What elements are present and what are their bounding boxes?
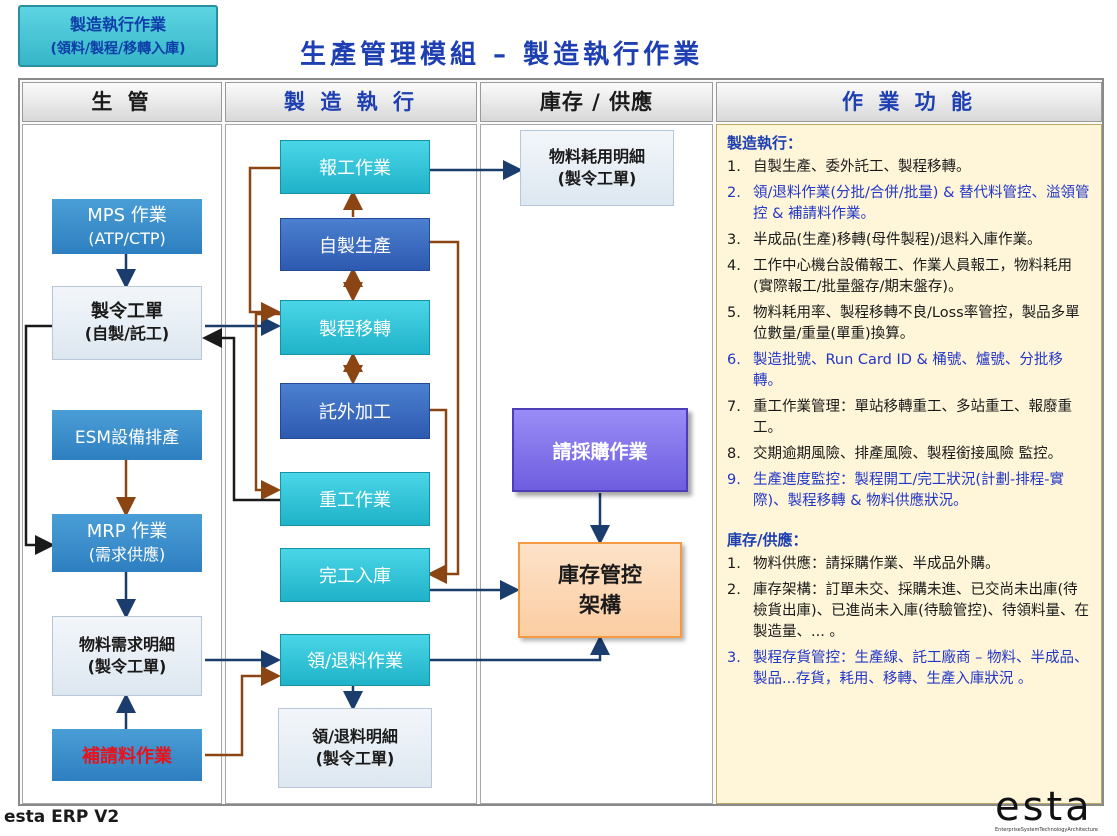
function-item-text: 自製生產、委外託工、製程移轉。 xyxy=(753,159,971,175)
function-item: 4. 工作中心機台設備報工、作業人員報工，物料耗用(實際報工/批量盤存/期末盤存)… xyxy=(727,256,1091,298)
tag-line2: (領料/製程/移轉入庫) xyxy=(50,41,186,57)
mrp-line1: MRP 作業 xyxy=(86,521,168,542)
function-item-text: 交期逾期風險、排產風險、製程銜接風險 監控。 xyxy=(753,446,1063,462)
mfg-section-title: 製造執行： xyxy=(727,134,803,152)
function-item-number: 8. xyxy=(727,446,741,462)
purchase-box[interactable]: 請採購作業 xyxy=(512,408,688,492)
column-header-planning: 生 管 xyxy=(22,82,222,122)
function-item-number: 2. xyxy=(727,582,741,598)
inventory-control-box[interactable]: 庫存管控 架構 xyxy=(518,542,682,638)
mo-doc[interactable]: 製令工單 (自製/託工) xyxy=(52,286,202,360)
function-item: 9. 生產進度監控：製程開工/完工狀況(計劃-排程-實際)、製程移轉 & 物料供應… xyxy=(727,470,1091,512)
function-item: 2. 庫存架構：訂單未交、採購未進、已交尚未出庫(待檢貨出庫)、已進尚未入庫(待驗… xyxy=(727,580,1091,643)
column-header-execution: 製 造 執 行 xyxy=(225,82,477,122)
outsource-box[interactable]: 託外加工 xyxy=(280,383,430,439)
function-item-text: 半成品(生產)移轉(母件製程)/退料入庫作業。 xyxy=(753,232,1042,248)
function-item-number: 1. xyxy=(727,556,741,572)
req-doc[interactable]: 物料需求明細 (製令工單) xyxy=(52,616,202,696)
function-item: 3. 製程存貨管控：生產線、託工廠商 – 物料、半成品、製品...存貨，耗用、移轉… xyxy=(727,648,1091,690)
function-item: 3. 半成品(生產)移轉(母件製程)/退料入庫作業。 xyxy=(727,230,1091,251)
function-item-text: 生產進度監控：製程開工/完工狀況(計劃-排程-實際)、製程移轉 & 物料供應狀況… xyxy=(753,472,1065,509)
usage-doc-line2: (製令工單) xyxy=(557,169,637,188)
column-header-inventory: 庫存 / 供應 xyxy=(480,82,713,122)
function-item: 1. 自製生產、委外託工、製程移轉。 xyxy=(727,157,1091,178)
function-item-number: 7. xyxy=(727,399,741,415)
function-item-text: 物料供應：請採購作業、半成品外購。 xyxy=(753,556,1000,572)
function-item-number: 1. xyxy=(727,159,741,175)
function-item: 6. 製造批號、Run Card ID & 桶號、爐號、分批移轉。 xyxy=(727,350,1091,392)
page-title: 生產管理模組 – 製造執行作業 xyxy=(300,40,704,70)
function-item-text: 重工作業管理：單站移轉重工、多站重工、報廢重工。 xyxy=(753,399,1072,436)
function-item-number: 9. xyxy=(727,472,741,488)
mo-line2: (自製/託工) xyxy=(84,324,170,343)
supplement-label: 補請料作業 xyxy=(82,746,172,767)
req-line1: 物料需求明細 xyxy=(78,635,175,654)
function-item-text: 製程存貨管控：生產線、託工廠商 – 物料、半成品、製品...存貨，耗用、移轉、生… xyxy=(753,650,1089,687)
logo-tagline: EnterpriseSystemTechnologyArchitecture xyxy=(995,827,1098,833)
rework-box[interactable]: 重工作業 xyxy=(280,472,430,526)
function-item: 5. 物料耗用率、製程移轉不良/Loss率管控，製品多單位數量/重量(單重)換算。 xyxy=(727,303,1091,345)
inv-section-title: 庫存/供應： xyxy=(727,531,808,549)
function-item-text: 製造批號、Run Card ID & 桶號、爐號、分批移轉。 xyxy=(753,352,1063,389)
self-production-box[interactable]: 自製生產 xyxy=(280,218,430,271)
mps-line1: MPS 作業 xyxy=(87,204,167,226)
logo-word: esta xyxy=(995,784,1093,830)
issue-detail-doc[interactable]: 領/退料明細 (製令工單) xyxy=(278,708,432,788)
mrp-box[interactable]: MRP 作業 (需求供應) xyxy=(52,514,202,572)
inv-line1: 庫存管控 xyxy=(558,563,642,587)
function-item-number: 3. xyxy=(727,650,741,666)
esta-logo: esta EnterpriseSystemTechnologyArchitect… xyxy=(995,787,1113,833)
mfg-list: 1. 自製生產、委外託工、製程移轉。 2. 領/退料作業(分批/合併/批量) & 替代… xyxy=(727,157,1091,512)
function-item-text: 領/退料作業(分批/合併/批量) & 替代料管控、溢領管控 & 補請料作業。 xyxy=(753,185,1090,222)
function-item: 2. 領/退料作業(分批/合併/批量) & 替代料管控、溢領管控 & 補請料作業。 xyxy=(727,183,1091,225)
usage-doc-line1: 物料耗用明細 xyxy=(548,147,645,166)
issue-doc-line2: (製令工單) xyxy=(315,749,395,768)
usage-detail-doc[interactable]: 物料耗用明細 (製令工單) xyxy=(520,130,674,206)
supplement-box[interactable]: 補請料作業 xyxy=(52,729,202,781)
function-item-number: 6. xyxy=(727,352,741,368)
mo-line1: 製令工單 xyxy=(91,301,163,322)
module-tag: 製造執行作業 (領料/製程/移轉入庫) xyxy=(18,5,218,67)
brand-label: esta ERP V2 xyxy=(4,807,120,827)
function-item-text: 庫存架構：訂單未交、採購未進、已交尚未出庫(待檢貨出庫)、已進尚未入庫(待驗管控… xyxy=(753,582,1089,640)
function-item: 7. 重工作業管理：單站移轉重工、多站重工、報廢重工。 xyxy=(727,397,1091,439)
tag-line1: 製造執行作業 xyxy=(69,15,166,34)
functions-panel: 製造執行： 1. 自製生產、委外託工、製程移轉。 2. 領/退料作業(分批/合併/批量… xyxy=(716,124,1102,804)
completion-box[interactable]: 完工入庫 xyxy=(280,548,430,602)
function-item-number: 4. xyxy=(727,258,741,274)
mrp-line2: (需求供應) xyxy=(88,545,166,564)
function-item-number: 5. xyxy=(727,305,741,321)
function-item: 8. 交期逾期風險、排產風險、製程銜接風險 監控。 xyxy=(727,444,1091,465)
req-line2: (製令工單) xyxy=(87,657,167,676)
issue-box[interactable]: 領/退料作業 xyxy=(280,634,430,686)
inv-line2: 架構 xyxy=(579,593,621,617)
function-item-number: 2. xyxy=(727,185,741,201)
mps-box[interactable]: MPS 作業 (ATP/CTP) xyxy=(52,199,202,254)
inv-list: 1. 物料供應：請採購作業、半成品外購。 2. 庫存架構：訂單未交、採購未進、已交尚未… xyxy=(727,554,1091,690)
process-move-box[interactable]: 製程移轉 xyxy=(280,300,430,355)
function-item-text: 工作中心機台設備報工、作業人員報工，物料耗用(實際報工/批量盤存/期末盤存)。 xyxy=(753,258,1072,295)
report-box[interactable]: 報工作業 xyxy=(280,140,430,194)
column-header-functions: 作 業 功 能 xyxy=(716,82,1102,122)
function-item-number: 3. xyxy=(727,232,741,248)
mps-line2: (ATP/CTP) xyxy=(88,228,166,248)
issue-doc-line1: 領/退料明細 xyxy=(312,727,398,746)
function-item: 1. 物料供應：請採購作業、半成品外購。 xyxy=(727,554,1091,575)
function-item-text: 物料耗用率、製程移轉不良/Loss率管控，製品多單位數量/重量(單重)換算。 xyxy=(753,305,1080,342)
esm-box[interactable]: ESM設備排產 xyxy=(52,410,202,460)
